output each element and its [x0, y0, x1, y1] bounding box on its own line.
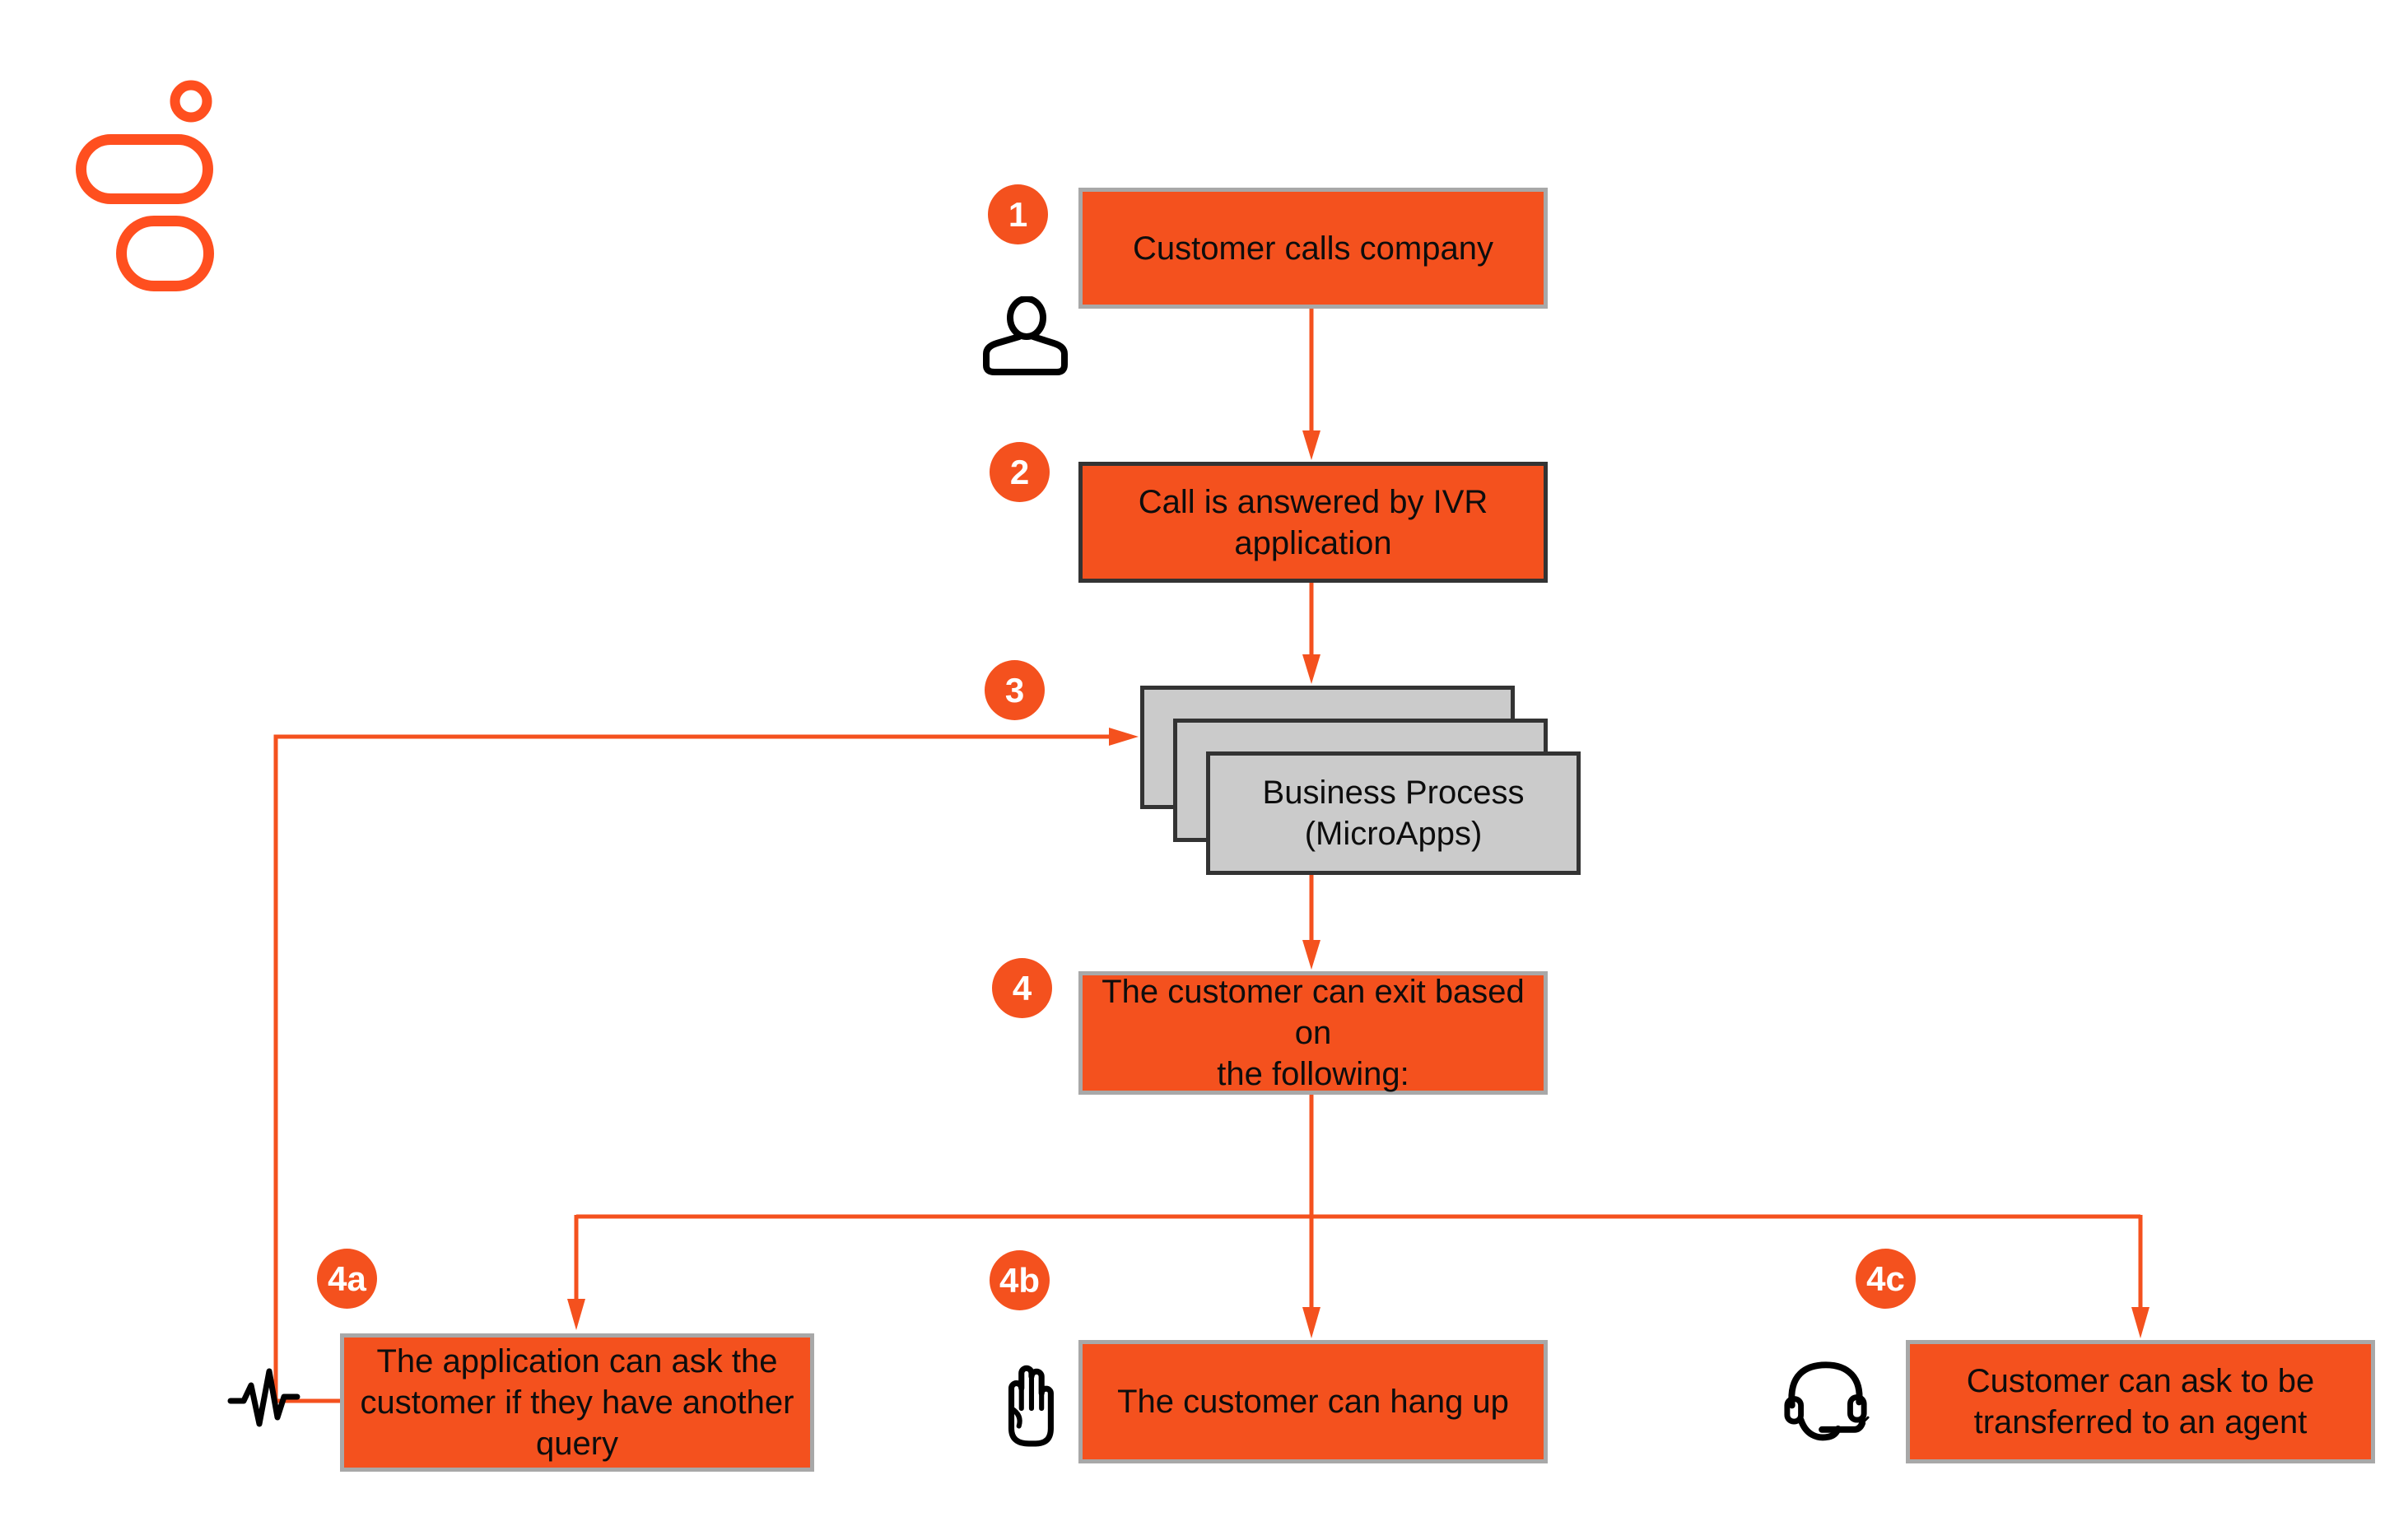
step4-badge: 4: [992, 958, 1052, 1018]
step4a-box: The application can ask the customer if …: [340, 1333, 814, 1472]
genesys-logo: [76, 74, 224, 300]
arrowhead-step4b: [1302, 1307, 1320, 1338]
step4a-badge-label: 4a: [328, 1258, 366, 1298]
loopback-step4a-step3: [273, 734, 1111, 1403]
step3-badge-label: 3: [1004, 670, 1025, 709]
step2-label: Call is answered by IVR application: [1138, 483, 1488, 561]
step4a-label: The application can ask the customer if …: [360, 1343, 794, 1462]
step4b-label: The customer can hang up: [1117, 1384, 1509, 1420]
step4a-badge: 4a: [317, 1249, 377, 1309]
step4c-box: Customer can ask to be transferred to an…: [1906, 1340, 2375, 1463]
step4-label: The customer can exit based on the follo…: [1102, 974, 1525, 1092]
step4c-badge: 4c: [1856, 1249, 1916, 1309]
arrowhead-step2: [1302, 430, 1320, 460]
step4c-label: Customer can ask to be transferred to an…: [1966, 1363, 2315, 1440]
arrowhead-step4a: [567, 1299, 585, 1330]
step3-stack-front: Business Process (MicroApps): [1206, 751, 1581, 875]
stop-hand-icon: [998, 1356, 1069, 1449]
pulse-icon: [227, 1363, 310, 1439]
person-icon: [980, 296, 1072, 379]
step4b-box: The customer can hang up: [1078, 1340, 1548, 1463]
step3-badge: 3: [985, 660, 1045, 720]
step2-badge: 2: [990, 442, 1050, 502]
step4c-badge-label: 4c: [1866, 1258, 1905, 1298]
step3-label: Business Process (MicroApps): [1262, 775, 1525, 852]
step1-badge: 1: [988, 184, 1048, 244]
step1-badge-label: 1: [1008, 194, 1028, 234]
arrowhead-step3: [1302, 654, 1320, 684]
step2-badge-label: 2: [1009, 452, 1030, 491]
step4b-badge-label: 4b: [999, 1260, 1040, 1300]
step1-box: Customer calls company: [1078, 188, 1548, 309]
step4-badge-label: 4: [1012, 968, 1032, 1007]
headset-icon: [1782, 1358, 1870, 1444]
arrowhead-loopback: [1109, 728, 1139, 746]
arrowhead-step4c: [2131, 1307, 2150, 1338]
step4b-badge: 4b: [990, 1250, 1050, 1310]
step4-box: The customer can exit based on the follo…: [1078, 971, 1548, 1095]
step1-label: Customer calls company: [1133, 230, 1493, 267]
arrowhead-step4: [1302, 940, 1320, 970]
step2-box: Call is answered by IVR application: [1078, 462, 1548, 583]
